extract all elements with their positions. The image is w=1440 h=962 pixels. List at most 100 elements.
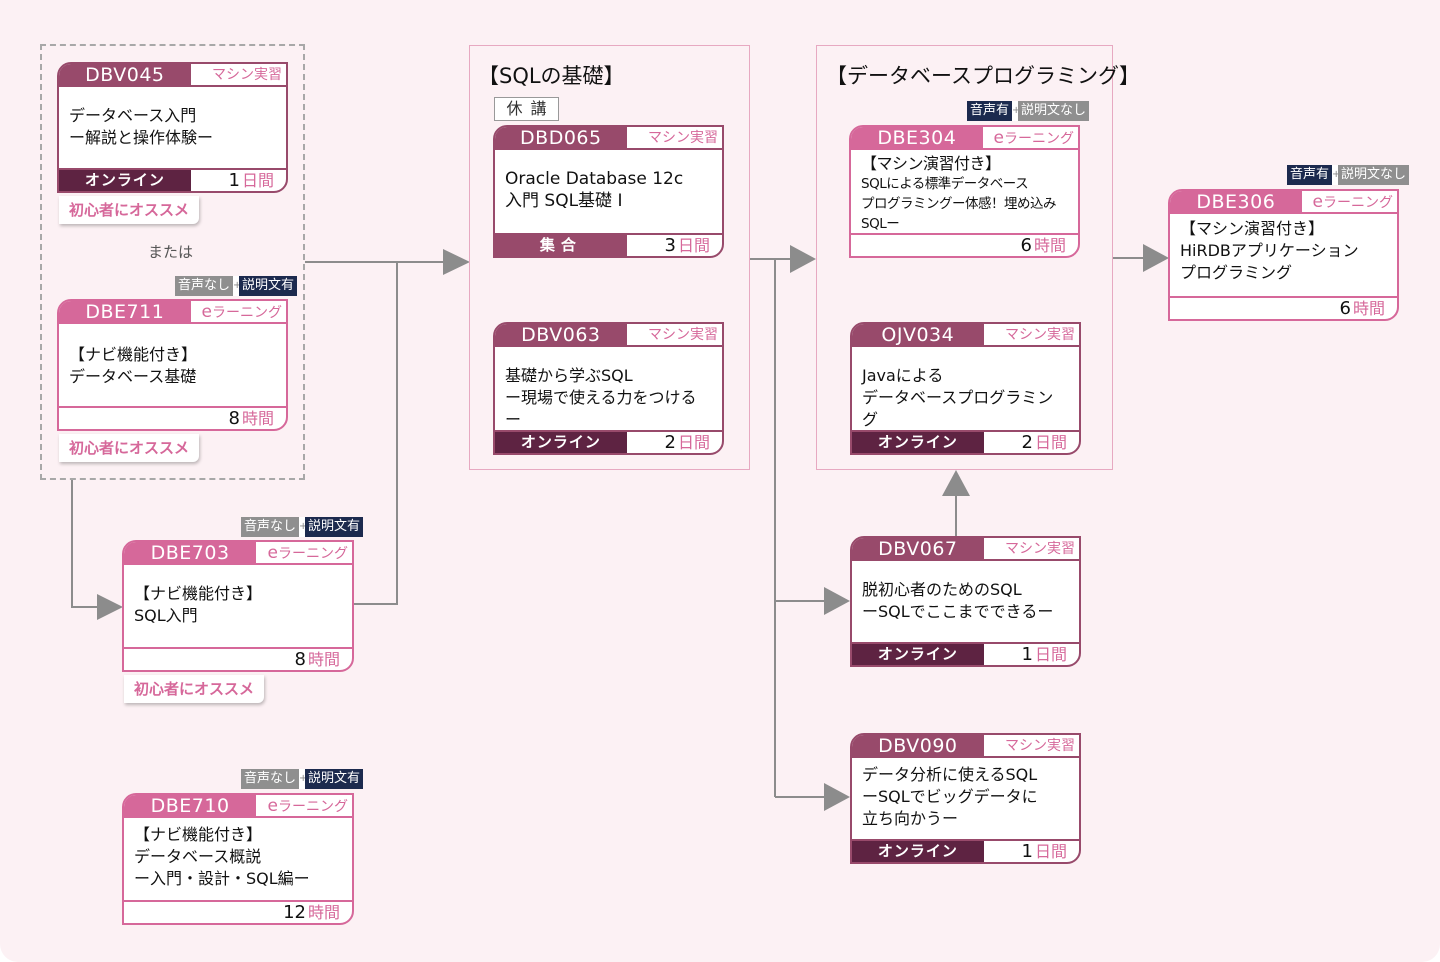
duration-value: 8	[294, 649, 306, 670]
course-card-dbe710[interactable]: DBE710 eラーニング 【ナビ機能付き】 データベース概説 ー入門・設計・S…	[122, 793, 354, 925]
course-code: DBE703	[124, 542, 257, 565]
course-card-dbv063[interactable]: DBV063 マシン実習 基礎から学ぶSQL ー現場で使える力をつけるー オンラ…	[493, 322, 724, 455]
course-title: 【ナビ機能付き】 SQL入門	[124, 565, 352, 627]
plus-icon: +	[233, 276, 241, 296]
delivery-mode: オンライン	[852, 644, 984, 665]
duration-unit: 日間	[677, 236, 710, 255]
e-prefix: e	[993, 128, 1004, 148]
plus-icon: +	[299, 769, 307, 789]
course-card-dbe304[interactable]: DBE304 eラーニング 【マシン演習付き】 SQLによる標準データベース プ…	[849, 125, 1080, 258]
delivery-mode: オンライン	[59, 170, 191, 191]
or-label: または	[148, 243, 194, 261]
title-line: ーSQLでここまでできるー	[862, 602, 1054, 621]
audio-caption-badge: 音声なし+説明文有	[241, 517, 364, 537]
title-line: 基礎から学ぶSQL	[505, 366, 633, 385]
delivery-mode: オンライン	[852, 432, 984, 453]
duration-unit: 時間	[307, 903, 340, 922]
duration-value: 2	[1021, 432, 1033, 453]
caption-label: 説明文なし	[1018, 101, 1090, 121]
e-prefix: e	[201, 302, 212, 322]
course-code: DBV045	[59, 64, 191, 87]
type-label: ラーニング	[278, 546, 348, 562]
title-line: ー入門・設計・SQL編ー	[134, 869, 310, 888]
course-card-dbe306[interactable]: DBE306 eラーニング 【マシン演習付き】 HiRDBアプリケーション プロ…	[1168, 189, 1399, 321]
course-code: DBV090	[852, 735, 984, 758]
beginner-options-group	[40, 44, 305, 480]
course-card-dbv090[interactable]: DBV090 マシン実習 データ分析に使えるSQL ーSQLでビッグデータに 立…	[850, 733, 1081, 864]
audio-label: 音声なし	[241, 517, 300, 537]
course-code: OJV034	[852, 324, 984, 347]
title-line: データベース概説	[134, 847, 262, 866]
course-title: 【ナビ機能付き】 データベース基礎	[59, 324, 286, 388]
type-label: ラーニング	[278, 799, 348, 815]
course-type: eラーニング	[256, 795, 352, 818]
duration-unit: 時間	[307, 650, 340, 669]
duration-unit: 時間	[241, 409, 274, 428]
title-line: 【マシン演習付き】	[1180, 219, 1325, 238]
title-line: ー現場で使える力をつけるー	[505, 388, 697, 429]
delivery-mode: オンライン	[495, 432, 627, 453]
audio-caption-badge: 音声なし+説明文有	[175, 276, 298, 296]
course-title: 脱初心者のためのSQL ーSQLでここまでできるー	[852, 561, 1079, 623]
duration-value: 6	[1339, 298, 1351, 319]
closed-label: 休講	[494, 97, 559, 121]
plus-icon: +	[1332, 165, 1340, 185]
course-type: マシン実習	[626, 127, 722, 150]
course-code: DBE304	[851, 127, 983, 150]
caption-label: 説明文有	[305, 769, 364, 789]
course-card-dbd065[interactable]: DBD065 マシン実習 Oracle Database 12c 入門 SQL基…	[493, 125, 724, 258]
course-title: 【マシン演習付き】 HiRDBアプリケーション プログラミング	[1170, 214, 1397, 284]
title-line: 【ナビ機能付き】	[134, 584, 263, 603]
course-title: Javaによる データベースプログラミング	[852, 347, 1079, 431]
audio-caption-badge: 音声有+説明文なし	[967, 101, 1090, 121]
e-prefix: e	[1312, 192, 1323, 212]
title-line: データベース入門	[69, 106, 197, 125]
duration-unit: 日間	[1034, 842, 1067, 861]
mode-empty	[851, 235, 983, 256]
audio-label: 音声有	[967, 101, 1013, 121]
title-line: Javaによる	[862, 366, 944, 385]
title-line: 脱初心者のためのSQL	[862, 580, 1022, 599]
course-type: eラーニング	[256, 542, 352, 565]
recommend-badge: 初心者にオススメ	[124, 675, 265, 703]
course-type: eラーニング	[982, 127, 1078, 150]
title-line: 入門 SQL基礎 Ⅰ	[505, 191, 623, 211]
caption-label: 説明文有	[239, 276, 298, 296]
duration-value: 12	[283, 902, 306, 923]
course-type: マシン実習	[983, 538, 1079, 561]
caption-label: 説明文なし	[1338, 165, 1410, 185]
course-title: データベース入門 ー解説と操作体験ー	[59, 87, 286, 149]
course-title: Oracle Database 12c 入門 SQL基礎 Ⅰ	[495, 150, 722, 212]
arrow-to-dbv090-icon	[824, 783, 850, 811]
caption-label: 説明文有	[305, 517, 364, 537]
arrow-to-dbe703-icon	[97, 594, 123, 620]
title-line: SQLによる標準データベース	[861, 176, 1029, 192]
course-card-ojv034[interactable]: OJV034 マシン実習 Javaによる データベースプログラミング オンライン…	[850, 322, 1081, 455]
title-line: データ分析に使えるSQL	[862, 765, 1038, 784]
title-line: データベース基礎	[69, 367, 197, 386]
course-type: マシン実習	[983, 735, 1079, 758]
audio-label: 音声なし	[241, 769, 300, 789]
duration-value: 1	[228, 170, 240, 191]
course-type: eラーニング	[1301, 191, 1397, 214]
title-line: 【ナビ機能付き】	[134, 825, 263, 844]
course-card-dbv067[interactable]: DBV067 マシン実習 脱初心者のためのSQL ーSQLでここまでできるー オ…	[850, 536, 1081, 667]
